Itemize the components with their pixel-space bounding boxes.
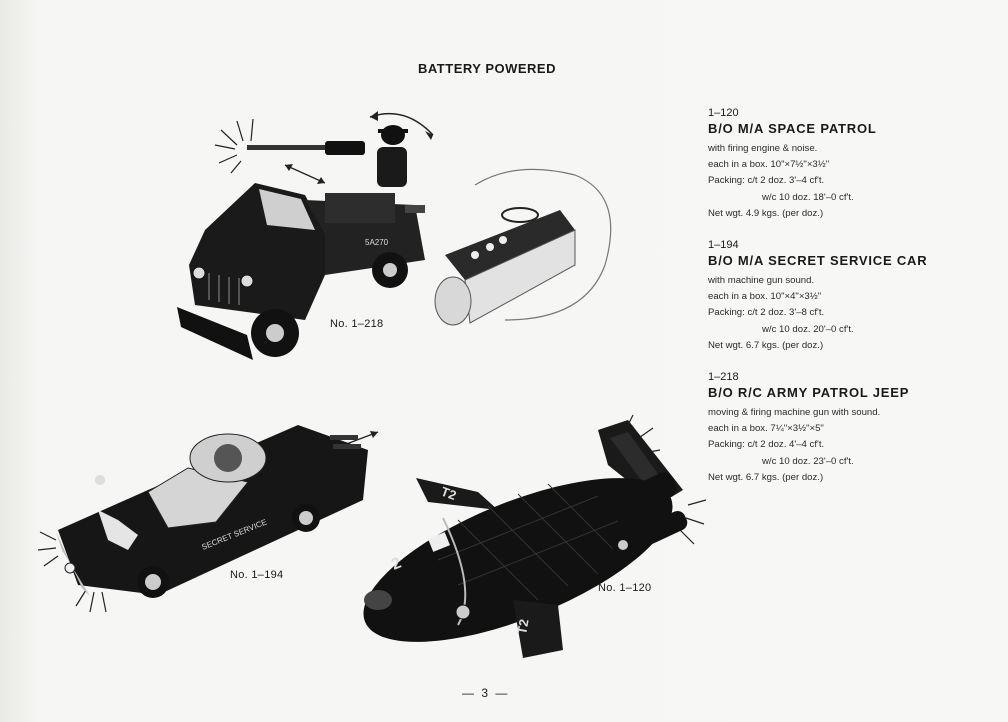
ship-fin-marking: T2	[514, 618, 531, 636]
page-number: — 3 —	[462, 686, 510, 700]
army-jeep-figure: 5A270	[175, 105, 620, 375]
space-patrol-figure: T2 2 T2	[348, 410, 708, 660]
secret-service-car-figure: SECRET SERVICE	[38, 420, 383, 620]
product-name: B/O R/C ARMY PATROL JEEP	[708, 385, 910, 401]
product-code: 1–120	[708, 107, 739, 119]
product-packing-wc: w/c 10 doz. 18'–0 cf't.	[762, 191, 854, 203]
product-box-size: each in a box. 10"×7½"×3½"	[708, 159, 830, 171]
caption-car: No. 1–194	[230, 569, 284, 581]
product-net-weight: Net wgt. 6.7 kgs. (per doz.)	[708, 339, 824, 351]
product-feature: moving & firing machine gun with sound.	[708, 407, 881, 419]
product-space-patrol: 1–120 B/O M/A SPACE PATROL with firing e…	[708, 106, 998, 222]
product-box-size: each in a box. 10"×4"×3½"	[708, 291, 822, 303]
product-packing: Packing: c/t 2 doz. 4'–4 cf't.	[708, 439, 825, 451]
product-packing: Packing: c/t 2 doz. 3'–4 cf't.	[708, 175, 825, 187]
product-name: B/O M/A SECRET SERVICE CAR	[708, 253, 928, 269]
product-name: B/O M/A SPACE PATROL	[708, 121, 877, 136]
page-heading: BATTERY POWERED	[418, 61, 556, 76]
product-secret-service-car: 1–194 B/O M/A SECRET SERVICE CAR with ma…	[708, 238, 998, 354]
caption-jeep: No. 1–218	[330, 318, 384, 330]
product-feature: with machine gun sound.	[708, 275, 815, 287]
product-code: 1–218	[708, 371, 739, 384]
product-code: 1–194	[708, 239, 739, 252]
product-net-weight: Net wgt. 6.7 kgs. (per doz.)	[708, 471, 824, 483]
product-feature: with firing engine & noise.	[708, 143, 818, 154]
ship-wing-marking: T2	[439, 484, 458, 503]
product-packing-wc: w/c 10 doz. 20'–0 cf't.	[762, 323, 854, 335]
jeep-plate-marking: 5A270	[365, 238, 389, 247]
product-army-patrol-jeep: 1–218 B/O R/C ARMY PATROL JEEP moving & …	[708, 370, 998, 486]
product-box-size: each in a box. 7¼"×3½"×5"	[708, 423, 824, 435]
caption-spaceship: No. 1–120	[598, 582, 652, 594]
product-packing: Packing: c/t 2 doz. 3'–8 cf't.	[708, 307, 825, 319]
product-net-weight: Net wgt. 4.9 kgs. (per doz.)	[708, 207, 824, 219]
product-specs: 1–120 B/O M/A SPACE PATROL with firing e…	[708, 106, 998, 502]
product-packing-wc: w/c 10 doz. 23'–0 cf't.	[762, 455, 854, 467]
